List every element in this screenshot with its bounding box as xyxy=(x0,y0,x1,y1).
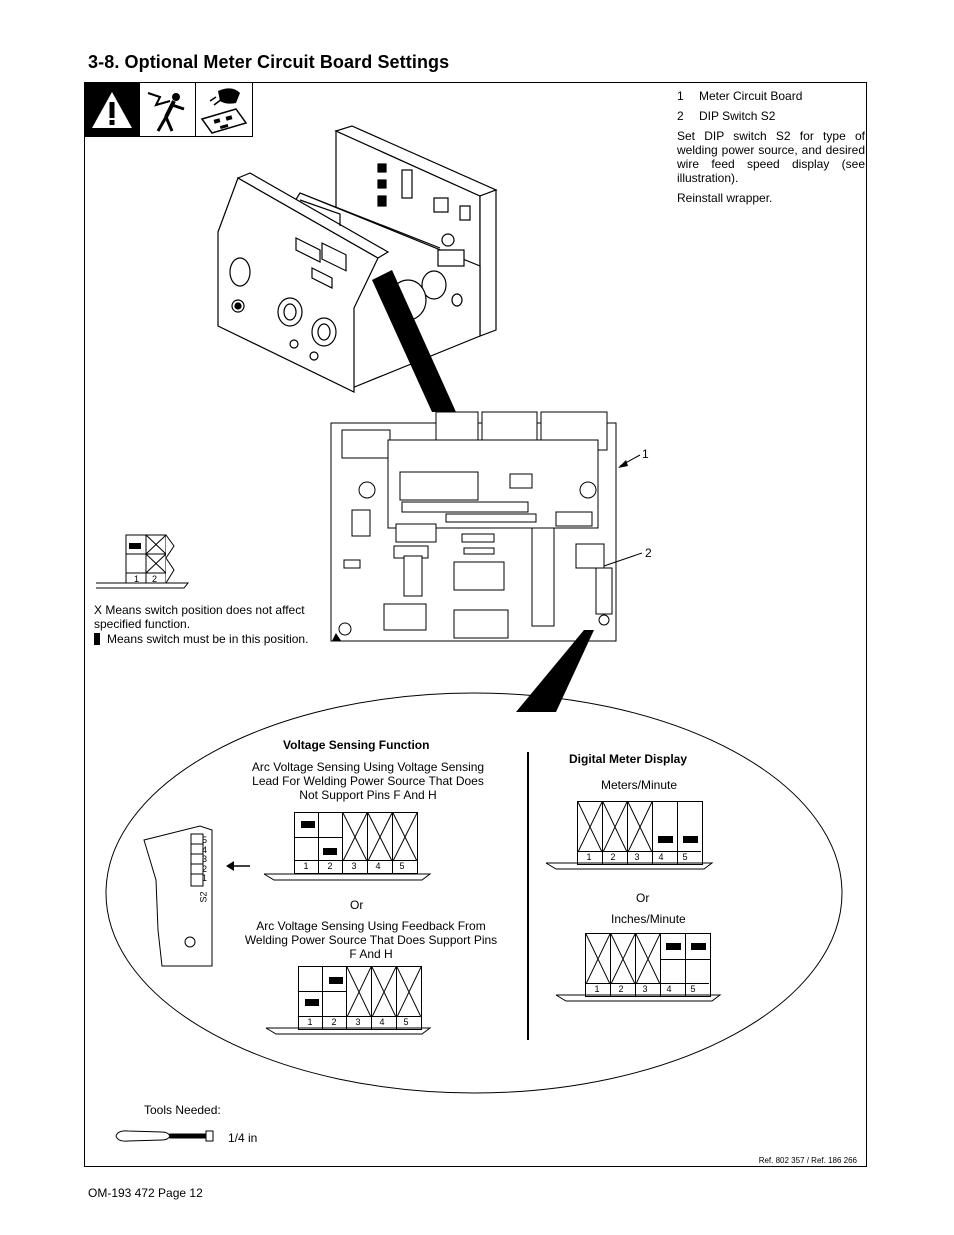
zoom-wedge xyxy=(372,270,456,412)
welder-unit-drawing xyxy=(217,125,498,393)
page-footer: OM-193 472 Page 12 xyxy=(88,1186,203,1200)
voltage-sensing-heading: Voltage Sensing Function xyxy=(283,738,430,752)
warning-triangle-icon xyxy=(85,83,139,136)
key-num-1: 1 xyxy=(134,574,140,584)
switch-setting-voltage-option2: 1 2 3 4 5 xyxy=(298,966,422,1030)
digital-meter-heading: Digital Meter Display xyxy=(569,752,688,766)
screwdriver-icon xyxy=(115,1130,214,1142)
hazard-symbols xyxy=(84,82,253,137)
meter-or: Or xyxy=(636,891,650,905)
key-x-meaning: X Means switch position does not affect … xyxy=(94,603,305,631)
switch-setting-inches-per-minute: 1 2 3 4 5 xyxy=(585,933,711,997)
key-num-2: 2 xyxy=(152,574,158,584)
meters-per-minute-label: Meters/Minute xyxy=(601,778,678,792)
callout-1: 1 xyxy=(642,447,649,461)
section-title: 3-8. Optional Meter Circuit Board Settin… xyxy=(88,52,450,72)
switch-setting-voltage-option1: 1 2 3 4 5 xyxy=(294,812,418,874)
callout-2: 2 xyxy=(645,546,652,560)
reference-number: Ref. 802 357 / Ref. 186 266 xyxy=(758,1156,857,1165)
settings-ellipse xyxy=(105,692,843,1094)
block-symbol-icon xyxy=(94,633,100,645)
voltage-sensing-option2: Arc Voltage Sensing Using Feedback From … xyxy=(244,919,498,961)
hand-circuit-board-icon xyxy=(195,83,252,136)
meter-circuit-board-drawing xyxy=(330,411,617,642)
legend-item: 1 Meter Circuit Board xyxy=(677,89,803,103)
legend: 1 Meter Circuit Board 2 DIP Switch S2 Se… xyxy=(677,89,865,211)
inches-per-minute-label: Inches/Minute xyxy=(611,912,686,926)
switch-setting-meters-per-minute: 1 2 3 4 5 xyxy=(577,801,703,865)
legend-item: 2 DIP Switch S2 xyxy=(677,109,776,123)
content-frame xyxy=(84,82,867,1167)
tools-needed-label: Tools Needed: xyxy=(144,1103,221,1117)
zoom-wedge-lower xyxy=(516,630,594,712)
voltage-sensing-option1: Arc Voltage Sensing Using Voltage Sensin… xyxy=(251,760,485,802)
s2-position-numbers: 5 4 3 2 1 xyxy=(202,835,208,884)
key-switch-diagram xyxy=(96,534,190,589)
s2-label: S2 xyxy=(198,891,209,903)
reinstall-text: Reinstall wrapper. xyxy=(677,191,773,205)
electric-shock-icon xyxy=(139,83,195,136)
voltage-or: Or xyxy=(350,898,364,912)
s2-switch-side-view xyxy=(143,825,213,967)
tool-size: 1/4 in xyxy=(228,1131,258,1145)
instruction-text: Set DIP switch S2 for type of welding po… xyxy=(677,129,865,185)
key-block-meaning: Means switch must be in this position. xyxy=(94,632,308,646)
